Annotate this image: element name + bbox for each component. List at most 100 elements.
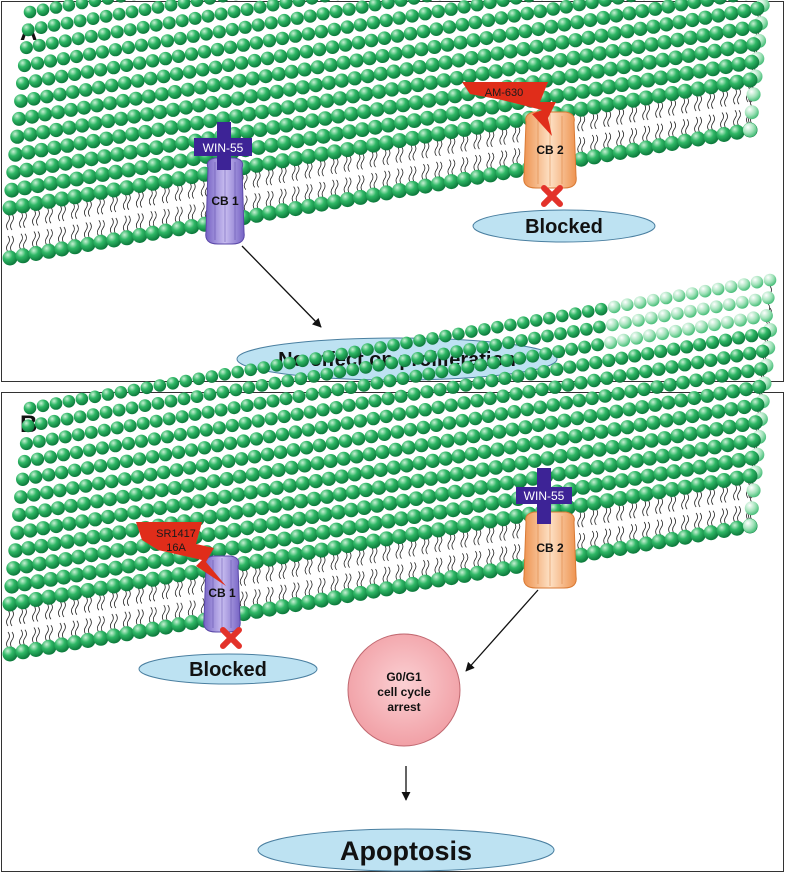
- lipid-tail: [100, 198, 105, 237]
- lipid-head: [260, 447, 275, 462]
- lipid-head: [106, 60, 121, 75]
- lipid-head: [8, 543, 23, 558]
- lipid-head: [709, 26, 724, 41]
- lipid-head: [624, 384, 638, 399]
- lipid-head: [704, 353, 718, 367]
- lipid-head: [672, 15, 687, 30]
- lipid-head: [479, 427, 494, 442]
- lipid-head: [180, 478, 195, 493]
- lipid-head: [173, 153, 189, 169]
- lipid-head: [520, 402, 534, 417]
- lipid-head: [486, 478, 502, 493]
- lipid-head: [380, 513, 396, 529]
- lipid-head: [570, 411, 585, 426]
- lipid-tail: [490, 526, 495, 566]
- lipid-head: [240, 399, 254, 412]
- lipid-head: [540, 451, 555, 466]
- lipid-head: [569, 307, 582, 321]
- lipid-head: [118, 76, 132, 90]
- lipid-head: [427, 40, 442, 54]
- lipid-head: [234, 56, 249, 70]
- lipid-tail: [191, 182, 196, 221]
- lipid-head: [149, 140, 164, 155]
- lipid-head: [603, 61, 619, 77]
- lipid-head: [705, 457, 721, 473]
- lipid-head: [229, 505, 244, 520]
- lipid-head: [591, 338, 605, 352]
- lipid-tail: [633, 105, 638, 145]
- lipid-head: [727, 0, 739, 3]
- lipid-head: [346, 363, 360, 377]
- lipid-head: [260, 51, 275, 66]
- lipid-head: [574, 376, 588, 390]
- panel-b-blocked-ellipse: Blocked: [138, 653, 318, 685]
- lipid-head: [275, 203, 291, 219]
- lipid-tail: [282, 562, 287, 602]
- lipid-head: [405, 526, 420, 542]
- lipid-head: [232, 469, 247, 484]
- lipid-head: [366, 533, 381, 549]
- lipid-head: [412, 456, 427, 471]
- lipid-head: [154, 87, 169, 102]
- lipid-head: [288, 547, 304, 563]
- lipid-head: [433, 383, 447, 397]
- lipid-head: [653, 70, 669, 86]
- lipid-tail: [139, 587, 144, 626]
- lipid-head: [543, 311, 556, 325]
- lipid-head: [586, 545, 602, 561]
- lipid-head: [395, 97, 411, 113]
- lipid-head: [149, 414, 163, 428]
- lipid-tail: [421, 537, 426, 577]
- lipid-head: [42, 72, 56, 86]
- lipid-head: [711, 282, 725, 296]
- lipid-head: [564, 464, 580, 480]
- lipid-head: [106, 628, 122, 644]
- lipid-head: [327, 194, 343, 210]
- lipid-head: [80, 187, 96, 202]
- lipid-tail: [629, 105, 634, 145]
- lipid-head: [210, 42, 225, 57]
- lipid-head: [742, 468, 758, 484]
- lipid-tail: [434, 535, 439, 575]
- lipid-head: [214, 7, 228, 21]
- lipid-head: [417, 524, 433, 540]
- lipid-head: [616, 455, 632, 471]
- lipid-head: [43, 450, 58, 464]
- lipid-head: [15, 198, 31, 214]
- lipid-head: [90, 494, 104, 509]
- lipid-head: [119, 58, 134, 72]
- lipid-head: [184, 565, 200, 581]
- lipid-head: [622, 402, 637, 417]
- lipid-head: [56, 52, 71, 66]
- panel-b-blocked-mark: [220, 627, 242, 649]
- lipid-head: [552, 345, 566, 359]
- lipid-head: [49, 397, 63, 410]
- lipid-head: [549, 88, 565, 104]
- lipid-head: [436, 469, 452, 484]
- lipid-head: [17, 576, 33, 592]
- lipid-head: [388, 442, 403, 457]
- lipid-head: [748, 415, 763, 430]
- lipid-head: [320, 367, 334, 381]
- lipid-head: [145, 450, 160, 464]
- lipid-head: [355, 0, 369, 14]
- lipid-tail: [503, 524, 508, 563]
- lipid-head: [383, 374, 397, 388]
- lipid-head: [123, 419, 137, 433]
- lipid-head: [40, 89, 54, 104]
- lipid-head: [240, 124, 255, 140]
- lipid-tail: [6, 213, 10, 253]
- lipid-tail: [425, 141, 430, 181]
- lipid-head: [542, 37, 557, 52]
- lipid-head: [366, 137, 381, 153]
- lipid-head: [368, 394, 382, 408]
- lipid-head: [505, 26, 520, 41]
- lipid-tail: [269, 168, 274, 208]
- lipid-head: [251, 536, 266, 551]
- lipid-head: [349, 449, 364, 464]
- lipid-head: [62, 0, 76, 12]
- lipid-head: [288, 425, 303, 439]
- lipid-head: [199, 27, 213, 41]
- lipid-head: [16, 472, 30, 486]
- lipid-tail: [646, 103, 651, 143]
